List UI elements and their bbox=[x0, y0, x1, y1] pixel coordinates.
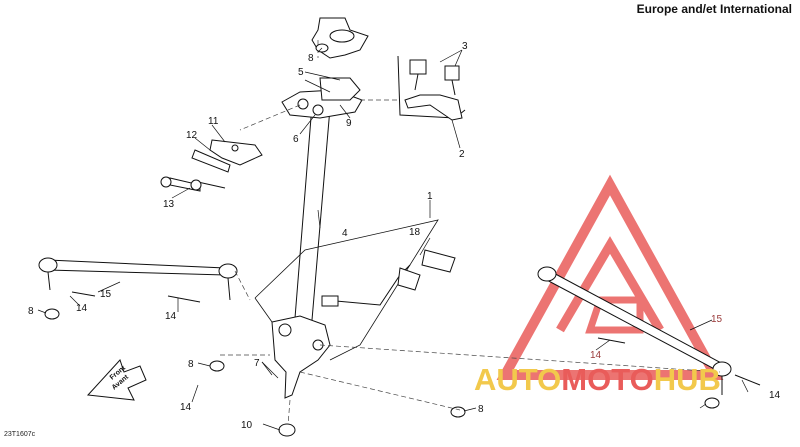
callout-3: 3 bbox=[462, 41, 468, 52]
bracket-assembly bbox=[397, 55, 466, 121]
drawing-code: 23T1607c bbox=[4, 431, 36, 438]
callout-8-left: 8 bbox=[28, 306, 34, 317]
watermark-part-1: AUTO bbox=[474, 362, 562, 397]
nut-8-base bbox=[209, 360, 225, 372]
assembly-frame bbox=[254, 219, 439, 361]
steering-column bbox=[271, 17, 369, 399]
callout-14-mid: 14 bbox=[165, 311, 177, 322]
callout-13: 13 bbox=[163, 199, 175, 210]
watermark-part-3: HUB bbox=[653, 362, 721, 397]
callout-8-right: 8 bbox=[478, 404, 484, 415]
callout-2: 2 bbox=[459, 149, 465, 160]
callouts: 1 2 3 4 5 6 7 8 8 8 8 9 10 11 12 13 14 1… bbox=[28, 41, 781, 431]
sensor-connector bbox=[321, 249, 456, 307]
region-label: Europe and/et International bbox=[636, 2, 792, 16]
callout-6: 6 bbox=[293, 134, 299, 145]
callout-11: 11 bbox=[208, 116, 219, 127]
callout-14-left: 14 bbox=[76, 303, 88, 314]
tie-rod-left bbox=[38, 257, 238, 320]
callout-9: 9 bbox=[346, 118, 352, 129]
callout-8-top: 8 bbox=[308, 53, 314, 64]
callout-15-left: 15 bbox=[100, 289, 112, 300]
nut-10 bbox=[278, 423, 296, 437]
callout-14-far-right: 14 bbox=[769, 390, 781, 401]
callout-10: 10 bbox=[241, 420, 253, 431]
callout-15-right: 15 bbox=[711, 314, 723, 325]
callout-7: 7 bbox=[254, 358, 260, 369]
leader-lines bbox=[37, 47, 749, 431]
clamp-plate bbox=[160, 139, 263, 192]
front-direction-arrow: Front Avant bbox=[86, 359, 147, 401]
callout-14-bottom: 14 bbox=[180, 402, 192, 413]
callout-4: 4 bbox=[342, 228, 348, 239]
callout-18: 18 bbox=[409, 227, 421, 238]
callout-5: 5 bbox=[298, 67, 304, 78]
tie-rod-right bbox=[450, 266, 761, 418]
callout-12: 12 bbox=[186, 130, 198, 141]
watermark-text: AUTOMOTOHUB bbox=[474, 362, 721, 398]
callout-1: 1 bbox=[427, 191, 433, 202]
callout-8-base: 8 bbox=[188, 359, 194, 370]
watermark-part-2: MOTO bbox=[561, 362, 654, 397]
alignment-lines bbox=[220, 40, 721, 426]
callout-14-right-rod: 14 bbox=[590, 350, 602, 361]
